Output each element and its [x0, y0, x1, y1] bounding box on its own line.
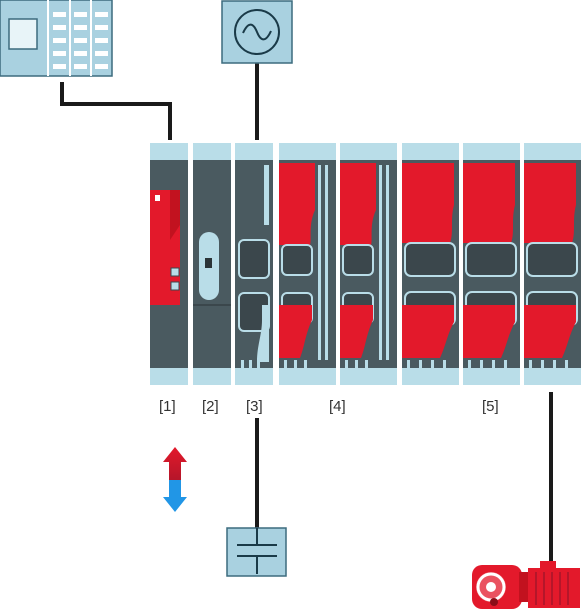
- cabinet-rack: [150, 143, 581, 385]
- module-2: [193, 143, 231, 385]
- label-axis-modules: [4]: [329, 398, 346, 415]
- module-controller: [150, 143, 188, 385]
- drive-module-c: [524, 143, 581, 385]
- drive-module-a: [402, 143, 459, 385]
- plc-icon: [0, 0, 113, 77]
- axis-module-a: [279, 143, 336, 385]
- label-supply: [3]: [246, 398, 263, 415]
- ac-source-icon: [221, 0, 293, 64]
- axis-module-b: [340, 143, 397, 385]
- cable-plc-controller: [60, 82, 172, 140]
- module-supply: [235, 143, 273, 385]
- label-drive-modules: [5]: [482, 398, 499, 415]
- label-module-2: [2]: [202, 398, 219, 415]
- cables: [60, 62, 553, 562]
- bidirectional-arrow-icon: [163, 447, 187, 512]
- gear-motor-icon: [472, 561, 580, 609]
- capacitor-icon: [226, 527, 287, 577]
- drive-module-b: [463, 143, 520, 385]
- label-controller: [1]: [159, 398, 176, 415]
